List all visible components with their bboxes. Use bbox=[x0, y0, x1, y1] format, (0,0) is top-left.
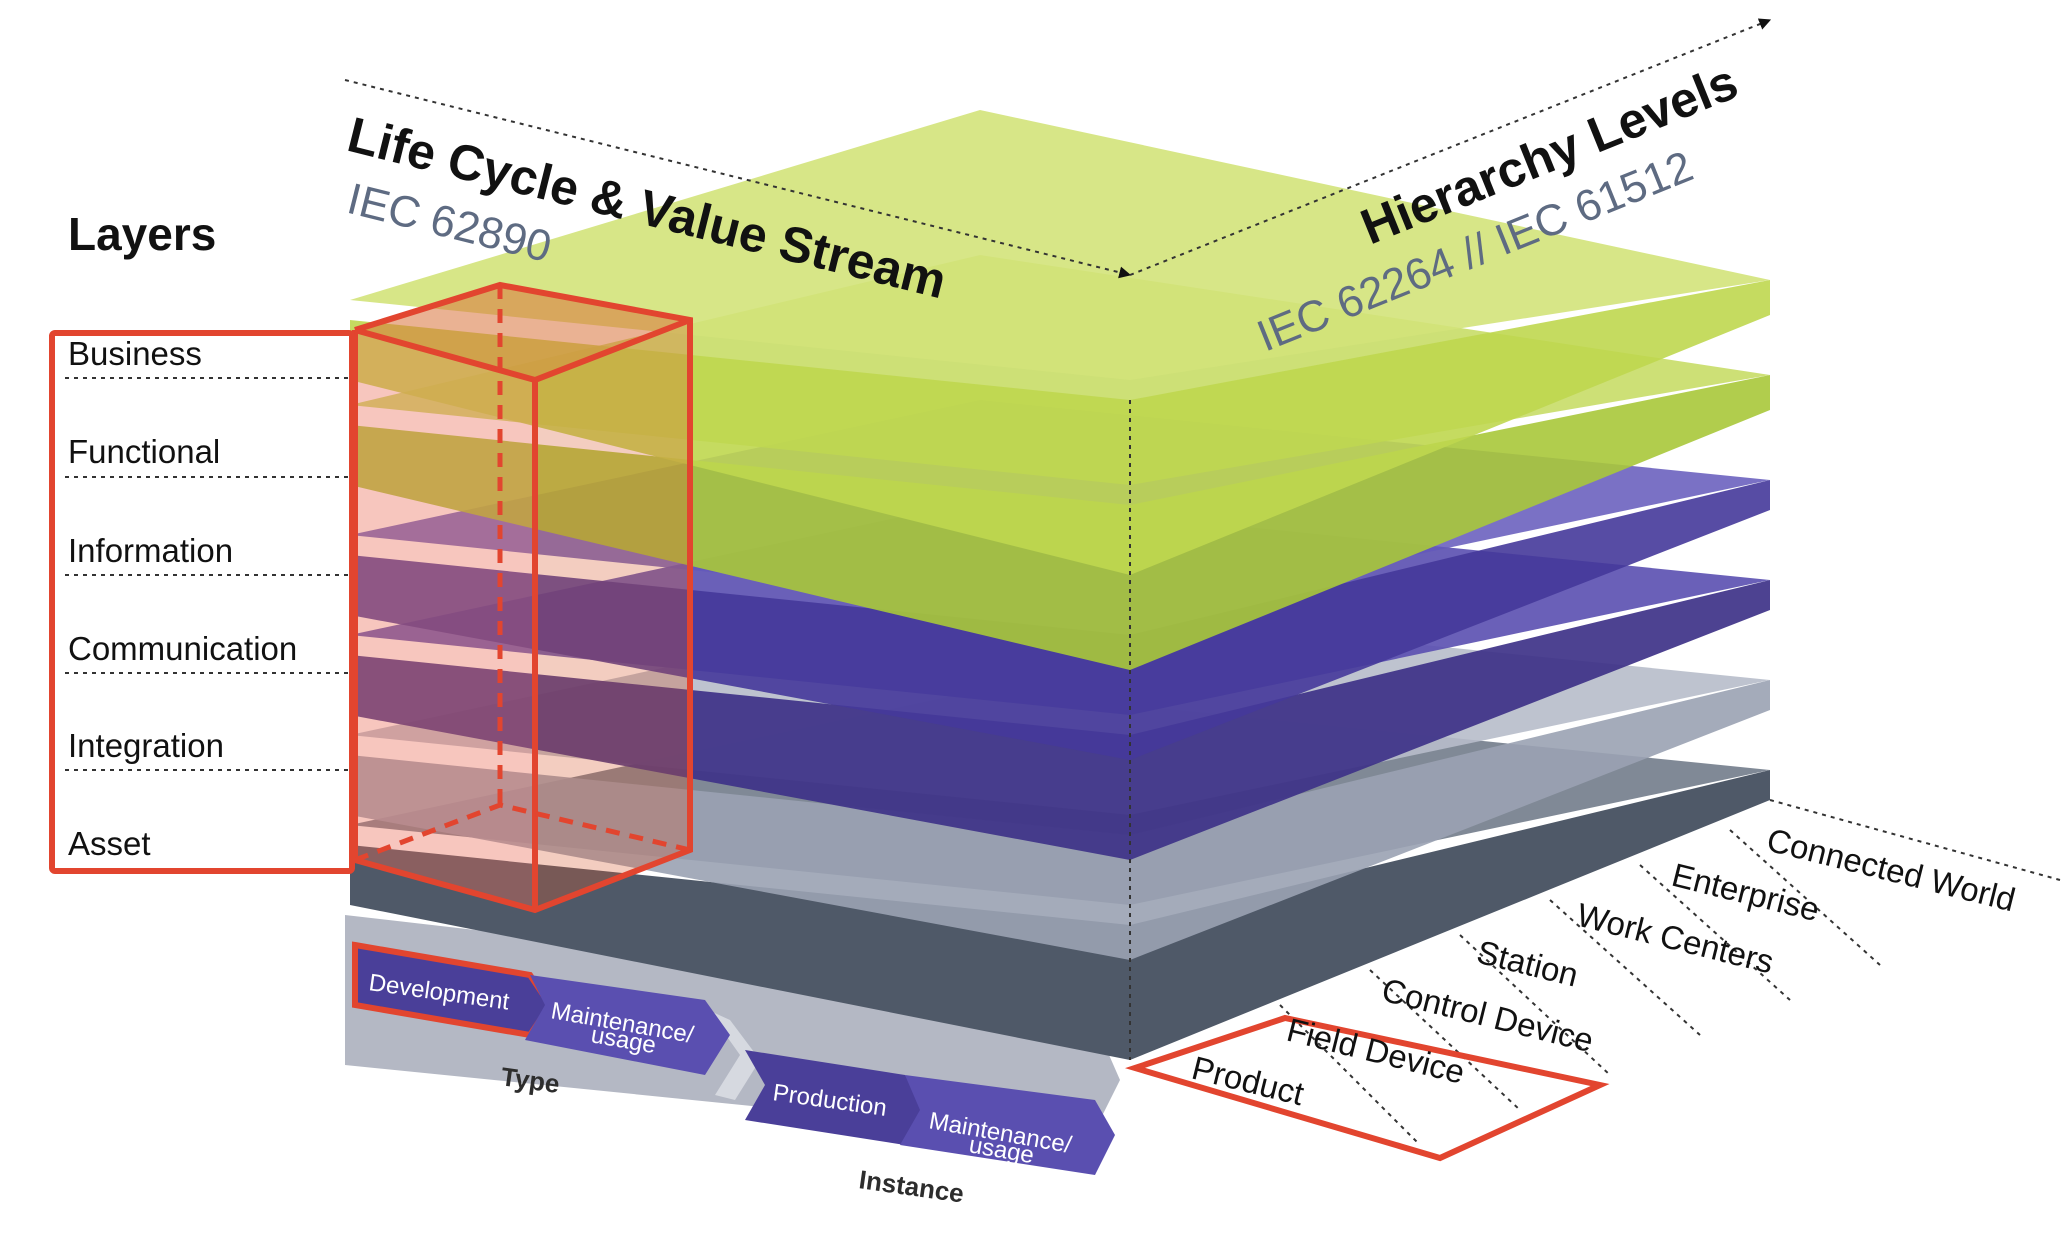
layer-label-communication: Communication bbox=[68, 630, 297, 667]
layer-label-integration: Integration bbox=[68, 727, 224, 764]
hierarchy-level-field-device: Field Device bbox=[1283, 1011, 1468, 1091]
hierarchy-axis-arrow bbox=[1129, 18, 1772, 276]
layers-title: Layers bbox=[68, 208, 216, 260]
hierarchy-level-enterprise: Enterprise bbox=[1668, 856, 1823, 928]
layer-label-business: Business bbox=[68, 335, 202, 372]
layer-label-information: Information bbox=[68, 532, 233, 569]
lifecycle-instance-chevrons bbox=[745, 1050, 1115, 1175]
layer-label-asset: Asset bbox=[68, 825, 151, 862]
layers-highlight-box bbox=[49, 330, 355, 874]
product-highlight bbox=[1124, 1014, 1610, 1162]
layer-label-functional: Functional bbox=[68, 433, 220, 470]
lifecycle-type-divider bbox=[708, 1010, 760, 1100]
layer-slab-business bbox=[350, 110, 1770, 575]
highlight-prism bbox=[352, 281, 693, 914]
lifecycle-type-chevrons bbox=[352, 941, 730, 1075]
layer-row-separators bbox=[65, 377, 350, 771]
hierarchy-level-station: Station bbox=[1473, 933, 1582, 994]
instance-group-label: Instance bbox=[857, 1164, 966, 1208]
hierarchy-level-lines bbox=[1129, 400, 2061, 1146]
